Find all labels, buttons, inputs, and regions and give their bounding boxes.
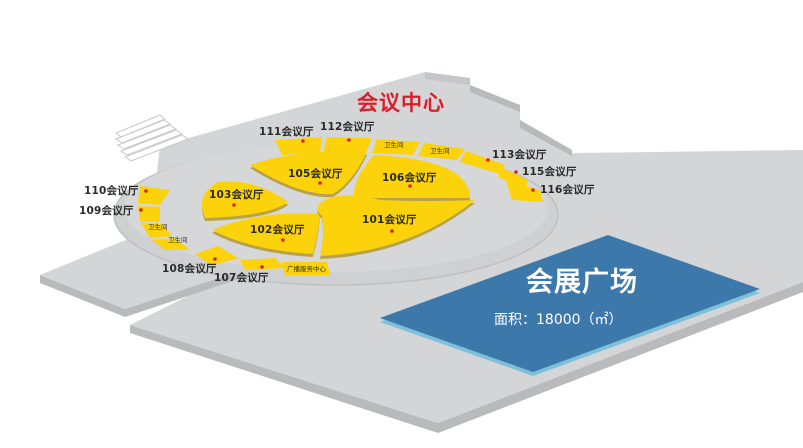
plaza-title[interactable]: 会展广场 bbox=[526, 267, 638, 298]
room-label-110[interactable]: 110会议厅 bbox=[84, 185, 139, 197]
room-label-101[interactable]: 101会议厅 bbox=[362, 214, 417, 226]
restroom-label: 卫生间 bbox=[384, 141, 404, 149]
broadcast-center-label[interactable]: 广播服务中心 bbox=[287, 265, 326, 273]
room-label-115[interactable]: 115会议厅 bbox=[522, 166, 577, 178]
room-label-103[interactable]: 103会议厅 bbox=[209, 189, 264, 201]
stairs-icon bbox=[114, 114, 190, 162]
room-label-102[interactable]: 102会议厅 bbox=[250, 224, 305, 236]
exhibition-plaza bbox=[380, 235, 760, 376]
room-label-113[interactable]: 113会议厅 bbox=[492, 149, 547, 161]
restroom-label: 卫生间 bbox=[148, 223, 168, 231]
room-label-105[interactable]: 105会议厅 bbox=[288, 168, 343, 180]
central-rooms bbox=[201, 151, 475, 259]
room-label-107[interactable]: 107会议厅 bbox=[214, 272, 269, 284]
plaza-area: 面积：18000（㎡） bbox=[494, 312, 623, 328]
outer-rooms bbox=[138, 137, 543, 275]
room-label-109[interactable]: 109会议厅 bbox=[79, 205, 134, 217]
room-markers bbox=[139, 138, 535, 269]
plaza-floor bbox=[130, 150, 803, 433]
restroom-label: 卫生间 bbox=[430, 147, 450, 155]
room-label-108[interactable]: 108会议厅 bbox=[162, 263, 217, 275]
conference-center-title: 会议中心 bbox=[357, 91, 445, 115]
room-label-116[interactable]: 116会议厅 bbox=[540, 184, 595, 196]
room-label-111[interactable]: 111会议厅 bbox=[259, 126, 314, 138]
room-label-106[interactable]: 106会议厅 bbox=[382, 172, 437, 184]
restroom-label: 卫生间 bbox=[168, 236, 188, 244]
room-label-112[interactable]: 112会议厅 bbox=[320, 121, 375, 133]
